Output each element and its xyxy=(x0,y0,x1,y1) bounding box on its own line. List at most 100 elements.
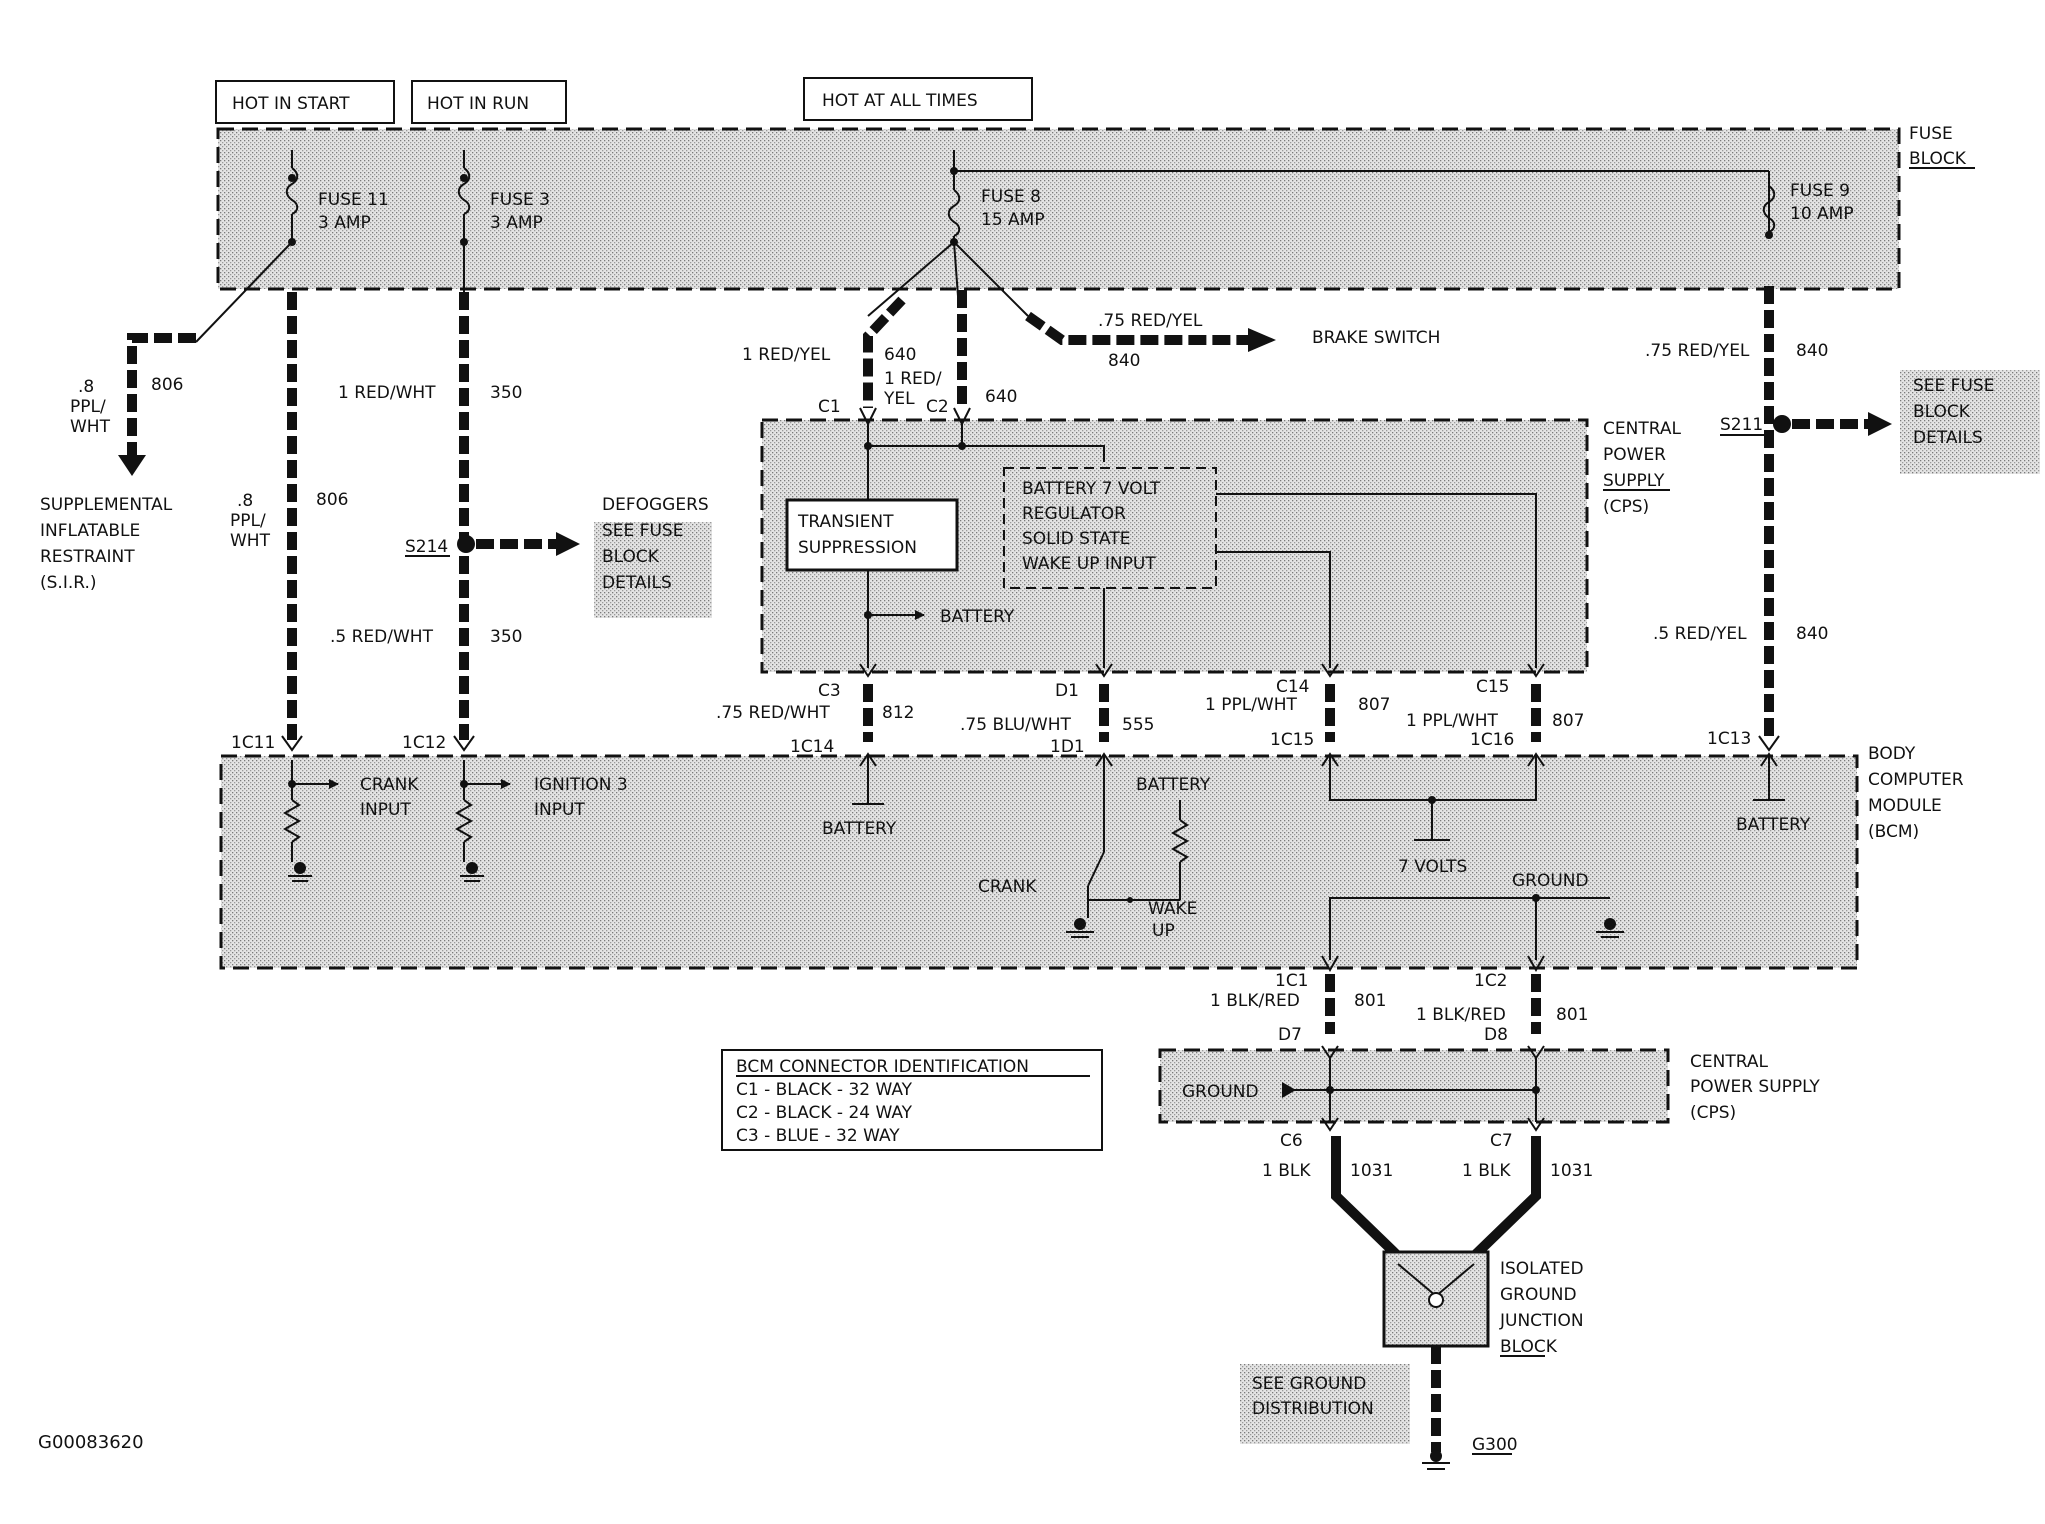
wire-840: .75 RED/YEL 840 .5 RED/YEL 840 xyxy=(1645,286,1828,752)
svg-text:840: 840 xyxy=(1108,351,1140,371)
svg-text:POWER SUPPLY: POWER SUPPLY xyxy=(1690,1077,1820,1097)
svg-text:BATTERY 7 VOLT: BATTERY 7 VOLT xyxy=(1022,479,1161,499)
svg-text:FUSE 11: FUSE 11 xyxy=(318,190,389,210)
wire-801-b: 1C2 1 BLK/RED 801 D8 xyxy=(1416,971,1588,1045)
wire-806-sir: .8 PPL/ WHT 806 SUPPLEMENTAL INFLATABLE … xyxy=(40,333,196,593)
svg-text:UP: UP xyxy=(1152,921,1175,941)
svg-text:S214: S214 xyxy=(405,537,448,557)
svg-text:BLOCK: BLOCK xyxy=(602,547,660,567)
svg-text:.8: .8 xyxy=(78,377,94,397)
fuse-9: FUSE 9 10 AMP xyxy=(1762,181,1854,239)
svg-text:CRANK: CRANK xyxy=(978,877,1037,897)
svg-text:CRANK: CRANK xyxy=(360,775,419,795)
svg-text:.8: .8 xyxy=(237,491,253,511)
svg-text:1031: 1031 xyxy=(1550,1161,1593,1181)
svg-text:FUSE: FUSE xyxy=(1909,124,1953,144)
svg-text:1C14: 1C14 xyxy=(790,737,834,757)
svg-text:SEE FUSE: SEE FUSE xyxy=(602,521,683,541)
hot-in-start-label: HOT IN START xyxy=(215,80,395,124)
svg-text:POWER: POWER xyxy=(1603,445,1666,465)
svg-text:SEE FUSE: SEE FUSE xyxy=(1913,376,1994,396)
isolated-ground-junction-block: ISOLATED GROUND JUNCTION BLOCK xyxy=(1382,1250,1584,1357)
svg-text:1 RED/: 1 RED/ xyxy=(884,369,942,389)
svg-text:1C2: 1C2 xyxy=(1474,971,1508,991)
svg-text:SEE GROUND: SEE GROUND xyxy=(1252,1374,1366,1394)
svg-text:C2 - BLACK - 24 WAY: C2 - BLACK - 24 WAY xyxy=(736,1103,913,1123)
svg-text:15 AMP: 15 AMP xyxy=(981,210,1045,230)
svg-text:C3: C3 xyxy=(818,681,841,701)
svg-text:1 RED/YEL: 1 RED/YEL xyxy=(742,345,831,365)
svg-text:1 PPL/WHT: 1 PPL/WHT xyxy=(1205,695,1298,715)
svg-text:MODULE: MODULE xyxy=(1868,796,1942,816)
svg-text:840: 840 xyxy=(1796,341,1828,361)
fuse-11: FUSE 11 3 AMP xyxy=(285,150,389,246)
svg-text:840: 840 xyxy=(1796,624,1828,644)
svg-text:C3 - BLUE - 32 WAY: C3 - BLUE - 32 WAY xyxy=(736,1126,900,1146)
svg-text:CENTRAL: CENTRAL xyxy=(1603,419,1681,439)
svg-text:WHT: WHT xyxy=(230,531,271,551)
wire-1031-a: C6 1 BLK 1031 xyxy=(1262,1131,1402,1260)
svg-text:.75 RED/WHT: .75 RED/WHT xyxy=(716,703,830,723)
svg-text:BLOCK: BLOCK xyxy=(1909,149,1967,169)
svg-text:812: 812 xyxy=(882,703,914,723)
svg-text:GROUND: GROUND xyxy=(1500,1285,1577,1305)
wire-807-b: C15 1 PPL/WHT 807 1C16 xyxy=(1406,677,1584,750)
svg-text:C1 - BLACK - 32 WAY: C1 - BLACK - 32 WAY xyxy=(736,1080,913,1100)
wire-812: C3 .75 RED/WHT 812 1C14 xyxy=(716,681,914,757)
svg-text:INFLATABLE: INFLATABLE xyxy=(40,521,140,541)
svg-text:(CPS): (CPS) xyxy=(1603,497,1649,517)
svg-text:1C15: 1C15 xyxy=(1270,730,1314,750)
svg-text:BATTERY: BATTERY xyxy=(940,607,1015,627)
svg-text:DETAILS: DETAILS xyxy=(1913,428,1983,448)
hot-in-run-label: HOT IN RUN xyxy=(411,80,567,124)
wire-640-c2: 1 RED/ YEL 640 C2 xyxy=(883,290,1017,417)
svg-text:IGNITION 3: IGNITION 3 xyxy=(534,775,628,795)
svg-text:DEFOGGERS: DEFOGGERS xyxy=(602,495,709,515)
svg-text:SUPPLEMENTAL: SUPPLEMENTAL xyxy=(40,495,173,515)
svg-text:807: 807 xyxy=(1552,711,1584,731)
svg-text:WHT: WHT xyxy=(70,417,111,437)
svg-text:(S.I.R.): (S.I.R.) xyxy=(40,573,97,593)
svg-text:ISOLATED: ISOLATED xyxy=(1500,1259,1584,1279)
svg-text:C7: C7 xyxy=(1490,1131,1513,1151)
svg-text:.75 RED/YEL: .75 RED/YEL xyxy=(1098,311,1203,331)
svg-text:SUPPRESSION: SUPPRESSION xyxy=(798,538,917,558)
splice-s211: S211 xyxy=(1720,412,1892,436)
svg-text:HOT AT ALL TIMES: HOT AT ALL TIMES xyxy=(822,91,978,111)
svg-text:HOT IN START: HOT IN START xyxy=(232,94,350,114)
wire-555: D1 .75 BLU/WHT 555 1D1 xyxy=(960,681,1154,757)
svg-text:SOLID STATE: SOLID STATE xyxy=(1022,529,1130,549)
svg-text:CENTRAL: CENTRAL xyxy=(1690,1052,1768,1072)
svg-text:C2: C2 xyxy=(926,397,949,417)
svg-text:COMPUTER: COMPUTER xyxy=(1868,770,1964,790)
svg-text:3 AMP: 3 AMP xyxy=(318,213,371,233)
svg-text:BATTERY: BATTERY xyxy=(1736,815,1811,835)
svg-text:10 AMP: 10 AMP xyxy=(1790,204,1854,224)
wire-806-bcm: .8 PPL/ WHT 806 xyxy=(230,292,348,752)
svg-text:WAKE UP INPUT: WAKE UP INPUT xyxy=(1022,554,1156,574)
svg-text:RESTRAINT: RESTRAINT xyxy=(40,547,135,567)
svg-text:REGULATOR: REGULATOR xyxy=(1022,504,1126,524)
svg-text:HOT IN RUN: HOT IN RUN xyxy=(427,94,529,114)
svg-text:INPUT: INPUT xyxy=(360,800,411,820)
wire-640-c1: 1 RED/YEL 640 C1 xyxy=(742,296,916,417)
svg-text:FUSE 8: FUSE 8 xyxy=(981,187,1041,207)
wire-807-a: C14 1 PPL/WHT 807 1C15 xyxy=(1205,677,1390,750)
figure-id: G00083620 xyxy=(38,1432,144,1453)
svg-text:C6: C6 xyxy=(1280,1131,1303,1151)
svg-text:BLOCK: BLOCK xyxy=(1500,1337,1558,1357)
svg-text:1C16: 1C16 xyxy=(1470,730,1514,750)
svg-text:1C13: 1C13 xyxy=(1707,729,1751,749)
svg-text:DISTRIBUTION: DISTRIBUTION xyxy=(1252,1399,1374,1419)
svg-text:.5 RED/WHT: .5 RED/WHT xyxy=(330,627,434,647)
svg-text:S211: S211 xyxy=(1720,415,1763,435)
svg-text:(CPS): (CPS) xyxy=(1690,1103,1736,1123)
svg-text:.75 RED/YEL: .75 RED/YEL xyxy=(1645,341,1750,361)
svg-text:GROUND: GROUND xyxy=(1182,1082,1259,1102)
svg-text:1 PPL/WHT: 1 PPL/WHT xyxy=(1406,711,1499,731)
svg-text:350: 350 xyxy=(490,627,522,647)
svg-text:D1: D1 xyxy=(1055,681,1079,701)
svg-text:PPL/: PPL/ xyxy=(230,511,266,531)
svg-text:1C1: 1C1 xyxy=(1275,971,1309,991)
